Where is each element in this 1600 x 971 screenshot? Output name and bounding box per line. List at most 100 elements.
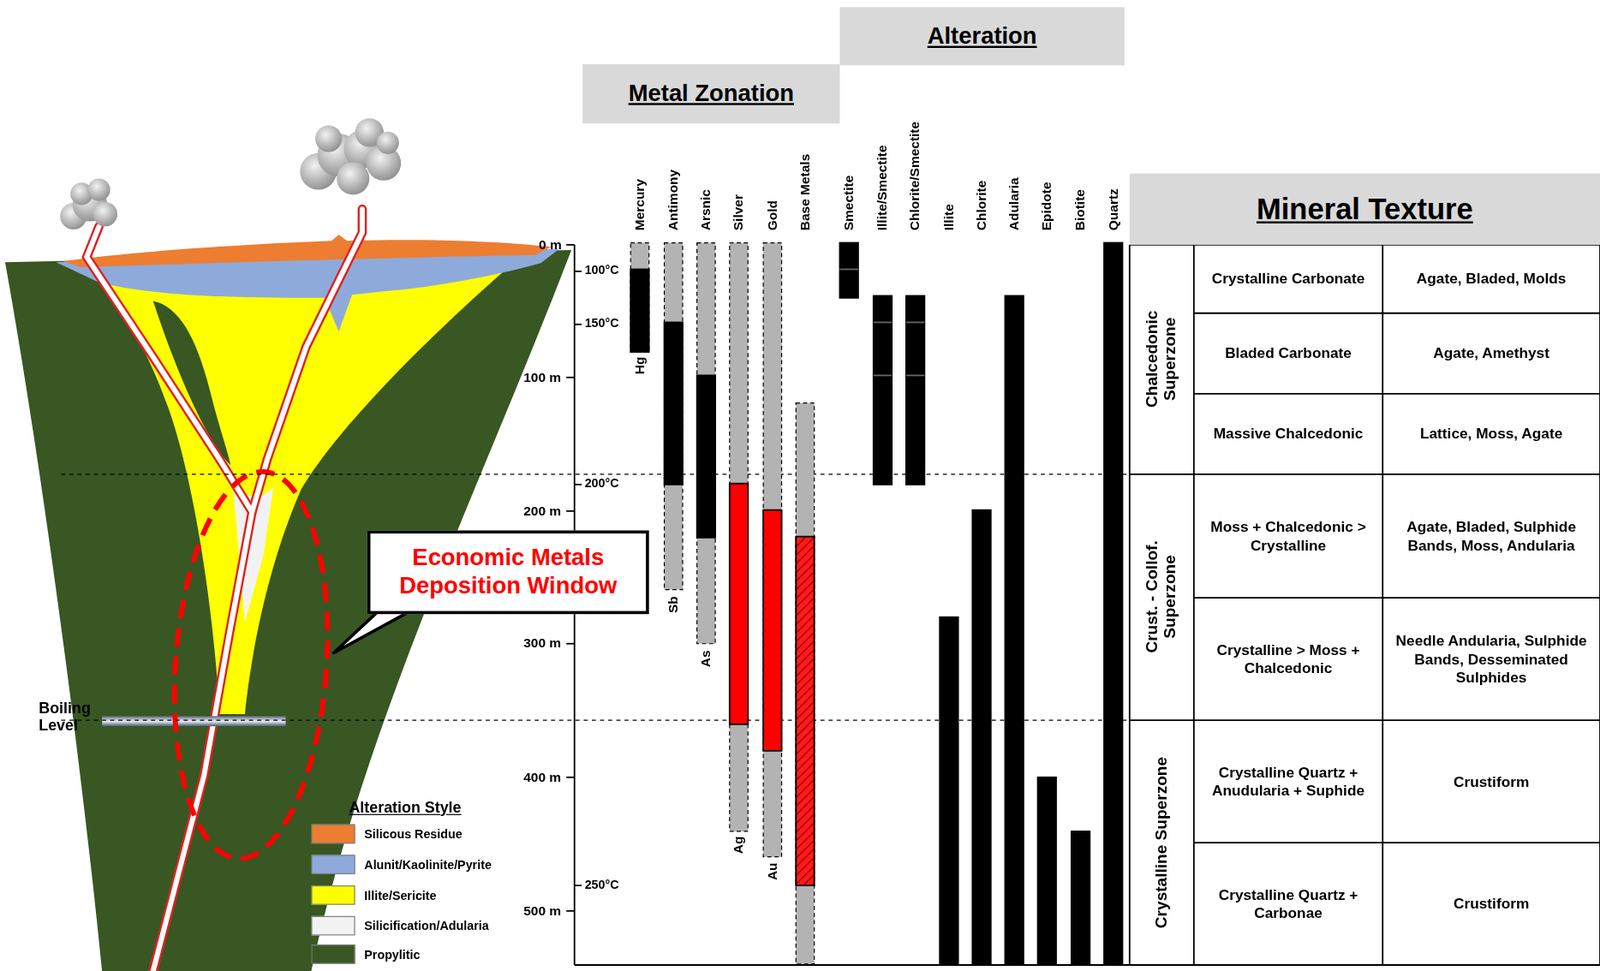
column-header: Mercury <box>632 179 648 231</box>
column-header: Gold <box>764 200 781 231</box>
range-bar <box>630 243 649 353</box>
range-bar <box>795 537 814 886</box>
column-header: Epidote <box>1038 181 1055 231</box>
column-header: Biotite <box>1073 189 1089 231</box>
element-symbol: Sb <box>665 596 681 614</box>
table-cell: Agate, Bladed, Molds <box>1382 244 1600 314</box>
column-header: Illite <box>941 203 957 231</box>
range-bar <box>1104 243 1123 965</box>
depth-label: 300 m <box>523 636 562 652</box>
legend-label: Silicification/Adularia <box>364 919 489 934</box>
legend-label: Alunit/Kaolinite/Pyrite <box>364 857 492 872</box>
table-rule <box>1193 244 1195 966</box>
depth-label: 100 m <box>523 370 562 386</box>
element-symbol: As <box>698 650 714 668</box>
range-bar <box>873 295 892 484</box>
range-bar <box>763 243 782 858</box>
callout-box: Economic Metals Deposition Window <box>367 530 650 615</box>
column-header: Arsnic <box>698 189 714 231</box>
superzone-label: Crystalline Superzone <box>1152 724 1171 962</box>
column-header: Smectite <box>841 175 857 232</box>
range-bar <box>939 617 958 965</box>
column-header: Quartz <box>1105 188 1122 231</box>
column-header: Chlorite <box>973 180 990 232</box>
range-bar <box>839 243 858 299</box>
superzone-label: Chalcedonic Superzone <box>1142 292 1181 426</box>
table-cell: Agate, Amethyst <box>1382 313 1600 395</box>
temperature-label: 150°C <box>585 317 620 332</box>
table-cell: Agate, Bladed, Sulphide Bands, Moss, And… <box>1382 474 1600 598</box>
table-rule <box>1381 244 1384 966</box>
table-cell: Crystalline Carbonate <box>1194 244 1383 314</box>
range-bar <box>729 243 748 832</box>
table-cell: Crustiform <box>1382 720 1600 843</box>
column-header: Illite/Smectite <box>875 144 891 231</box>
range-bar <box>1038 777 1057 965</box>
element-symbol: Ag <box>731 835 747 854</box>
column-header: Silver <box>731 194 747 231</box>
table-rule <box>1129 964 1600 967</box>
table-cell: Lattice, Moss, Agate <box>1382 394 1600 475</box>
legend-entry: Illite/Sericite <box>310 885 436 906</box>
column-header: Base Metals <box>797 154 813 232</box>
table-rule <box>1129 719 1600 722</box>
table-rule <box>1194 597 1600 599</box>
table-cell: Crystalline Quartz + Carbonae <box>1194 842 1383 966</box>
range-bar <box>763 510 782 752</box>
zone-boundary <box>60 474 1129 721</box>
legend-entry: Silicous Residue <box>310 824 462 845</box>
range-bar <box>972 510 991 965</box>
section-header: Mineral Texture <box>1129 173 1600 245</box>
bar-tick <box>873 322 892 324</box>
depth-label: 400 m <box>523 770 562 786</box>
range-bar <box>697 243 716 645</box>
range-bar <box>1071 831 1090 965</box>
steam-cloud <box>299 118 401 195</box>
column-header: Chlorite/Smectite <box>907 121 924 231</box>
table-rule <box>1194 393 1600 395</box>
table-cell: Massive Chalcedonic <box>1194 394 1383 475</box>
column-header: Antimony <box>665 169 681 231</box>
header-text: Metal Zonation <box>628 79 795 108</box>
table-rule <box>1129 473 1600 476</box>
column-header: Adularia <box>1006 177 1022 231</box>
bar-tick <box>873 375 892 377</box>
legend-entry: Propylitic <box>310 944 420 965</box>
table-rule <box>1194 841 1600 844</box>
header-text: Mineral Texture <box>1256 191 1474 227</box>
silicous-residue <box>63 234 551 268</box>
depth-label: 500 m <box>523 903 562 920</box>
bar-tick <box>906 322 925 324</box>
depth-label: 0 m <box>538 237 562 253</box>
temperature-label: 100°C <box>585 264 620 279</box>
legend-label: Illite/Sericite <box>364 888 436 903</box>
steam-cloud <box>59 178 118 230</box>
range-bar <box>697 375 716 538</box>
table-cell: Needle Andularia, Sulphide Bands, Dessem… <box>1382 597 1600 721</box>
boiling-level-bar <box>101 716 286 727</box>
table-cell: Crystalline > Moss + Chalcedonic <box>1194 597 1383 721</box>
range-bar <box>906 295 925 484</box>
section-header: Alteration <box>839 6 1124 66</box>
range-bar <box>729 483 748 725</box>
temperature-label: 250°C <box>585 878 620 893</box>
legend-swatch <box>310 944 355 965</box>
bar-tick <box>839 268 858 271</box>
superzone-label: Crust. - Collof. Superzone <box>1142 520 1181 675</box>
legend-swatch <box>310 854 355 875</box>
range-bar <box>630 269 649 353</box>
table-cell: Moss + Chalcedonic > Crystalline <box>1194 474 1383 598</box>
depth-axis <box>566 244 1130 966</box>
range-bars <box>630 243 1123 965</box>
vein <box>86 208 363 971</box>
element-symbol: Hg <box>632 357 648 376</box>
legend-entry: Silicification/Adularia <box>310 916 489 937</box>
table-cell: Bladed Carbonate <box>1194 313 1383 395</box>
header-text: Alteration <box>927 22 1038 51</box>
temperature-label: 200°C <box>585 477 620 492</box>
range-bar <box>664 243 683 591</box>
table-rule <box>1128 244 1131 966</box>
range-bar <box>795 403 814 965</box>
